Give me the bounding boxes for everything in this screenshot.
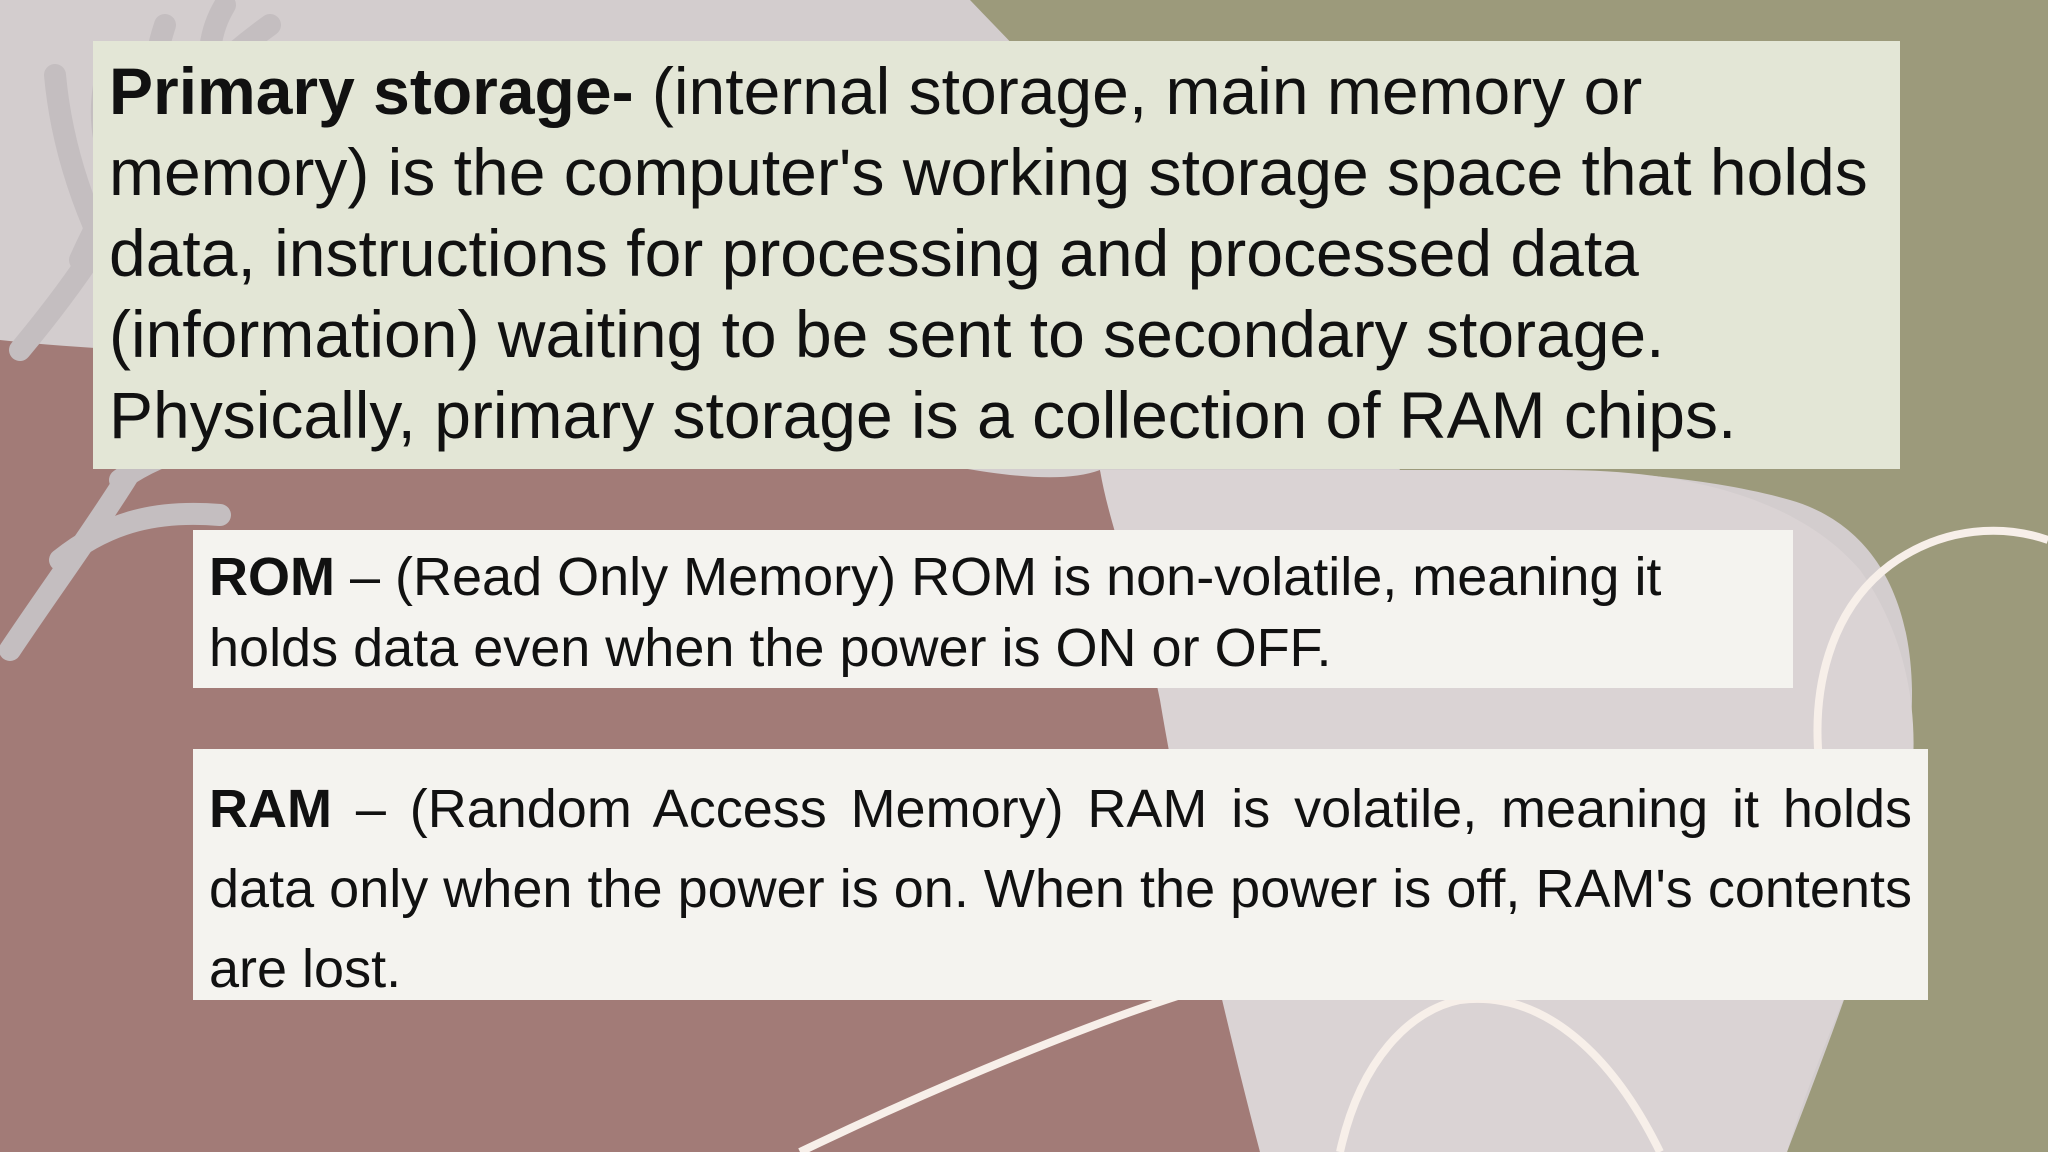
primary-storage-term: Primary storage- — [109, 54, 634, 128]
rom-textbox: ROM – (Read Only Memory) ROM is non-vola… — [193, 530, 1793, 688]
ram-term: RAM — [209, 779, 332, 839]
rom-definition: – (Read Only Memory) ROM is non-volatile… — [209, 547, 1662, 678]
ram-textbox: RAM – (Random Access Memory) RAM is vola… — [193, 749, 1928, 1000]
rom-term: ROM — [209, 547, 335, 607]
ram-definition: – (Random Access Memory) RAM is volatile… — [209, 779, 1912, 999]
primary-storage-definition: (internal storage, main memory or memory… — [109, 54, 1868, 452]
primary-storage-textbox: Primary storage- (internal storage, main… — [93, 41, 1900, 469]
ram-box-fill — [193, 749, 1928, 1000]
rom-box-fill — [193, 530, 1793, 688]
primary-box-fill — [93, 41, 1900, 469]
